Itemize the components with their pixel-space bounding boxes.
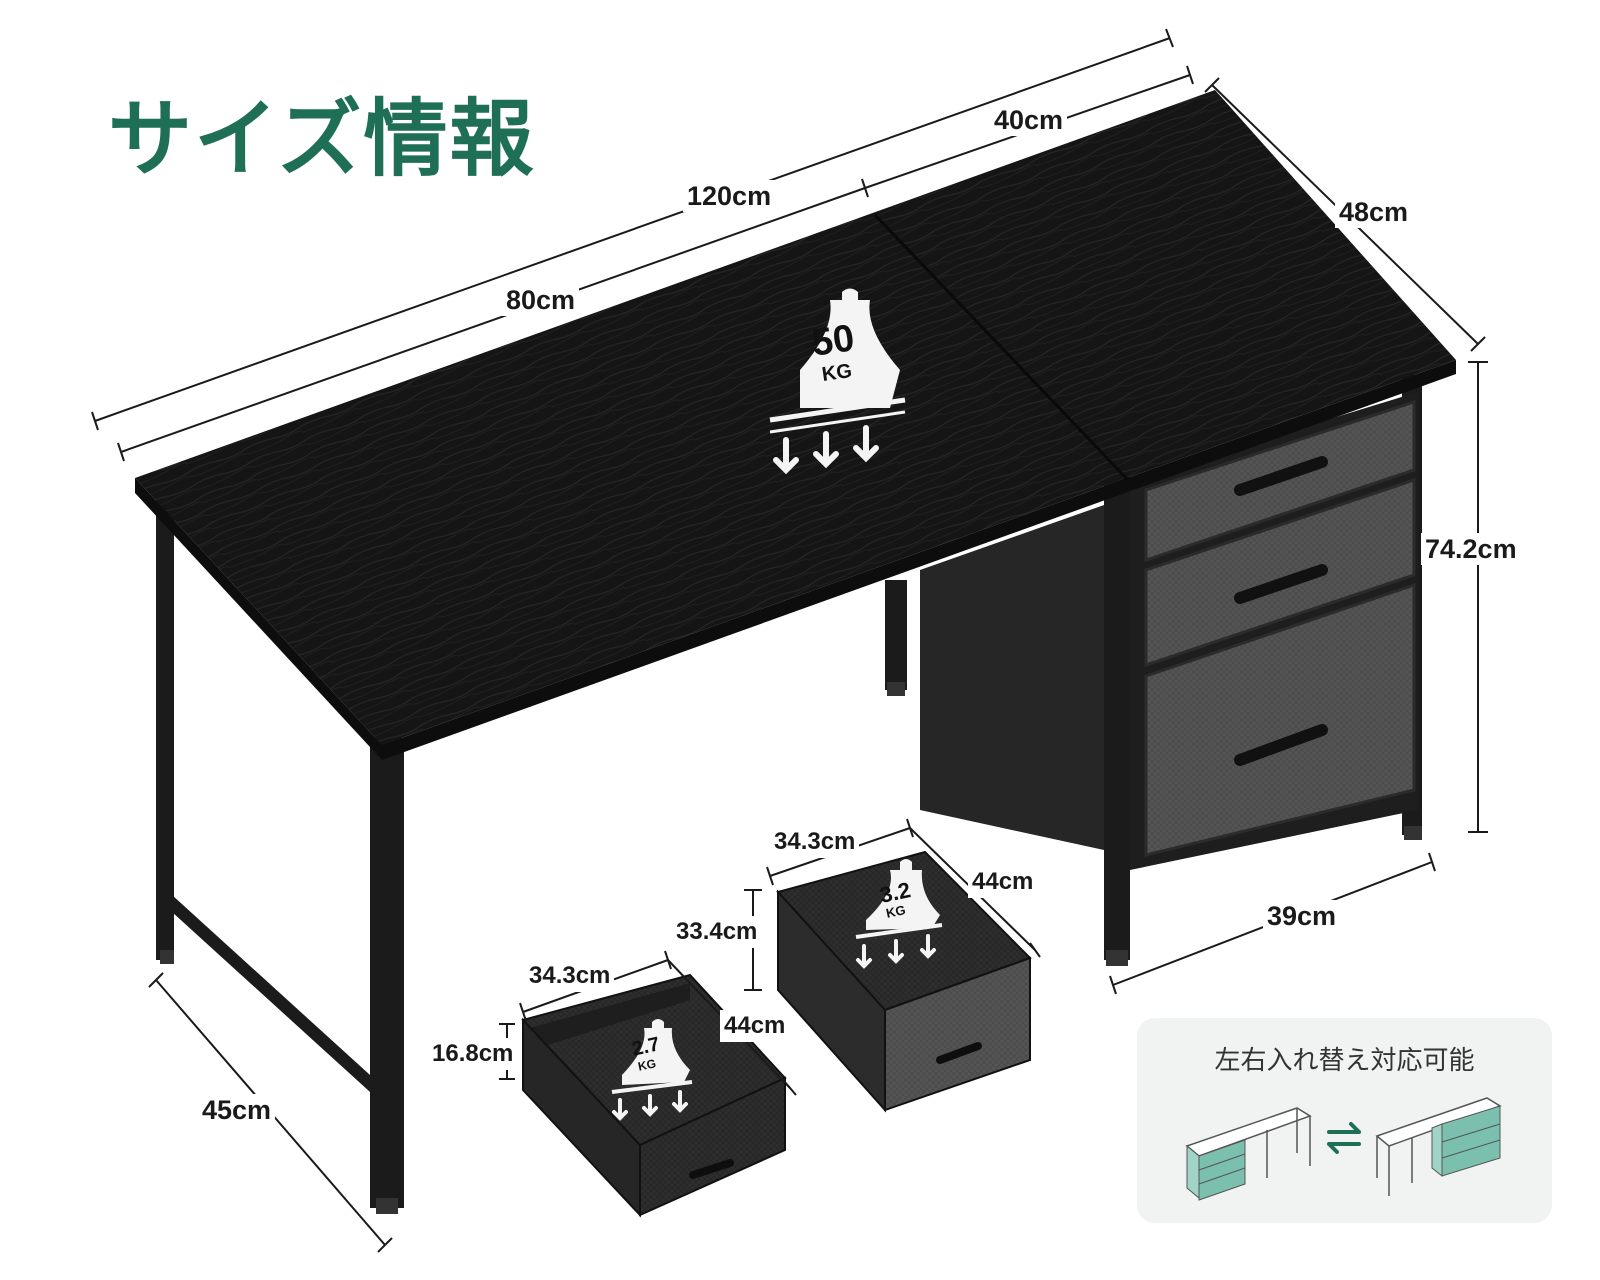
large-drawer-weight-icon: [855, 859, 943, 969]
desk-weight-unit: KG: [820, 360, 854, 386]
desk-left-cabinet-icon: [1185, 1107, 1312, 1201]
drawer-cabinet: [920, 392, 1418, 870]
left-section-length-label: 80cm: [502, 284, 580, 316]
large-drawer-width-label: 34.3cm: [770, 826, 860, 858]
left-depth-label: 45cm: [198, 1094, 276, 1126]
small-drawer-height-label: 16.8cm: [428, 1038, 518, 1070]
desk-weight-value: 50: [809, 317, 857, 365]
reversible-illustration: [1185, 1097, 1502, 1201]
page-title: サイズ情報: [108, 90, 536, 188]
right-section-length-label: 40cm: [990, 104, 1068, 136]
large-drawer-height-label: 33.4cm: [672, 916, 762, 948]
small-drawer-depth-label: 44cm: [720, 1010, 790, 1042]
swap-arrows-icon: [1327, 1122, 1361, 1154]
reversible-caption: 左右入れ替え対応可能: [1214, 1046, 1475, 1076]
desk-weight-icon: [769, 288, 906, 475]
cabinet-depth-label: 39cm: [1263, 900, 1341, 932]
small-drawer-weight-icon: [611, 1019, 693, 1121]
desk-right-cabinet-icon: [1375, 1097, 1502, 1196]
reversible-info-card: 左右入れ替え対応可能: [1137, 1018, 1552, 1223]
total-length-label: 120cm: [683, 180, 776, 212]
right-depth-label: 48cm: [1335, 196, 1413, 228]
large-drawer-depth-label: 44cm: [968, 866, 1038, 898]
height-label: 74.2cm: [1421, 533, 1521, 565]
small-drawer-width-label: 34.3cm: [525, 960, 615, 992]
